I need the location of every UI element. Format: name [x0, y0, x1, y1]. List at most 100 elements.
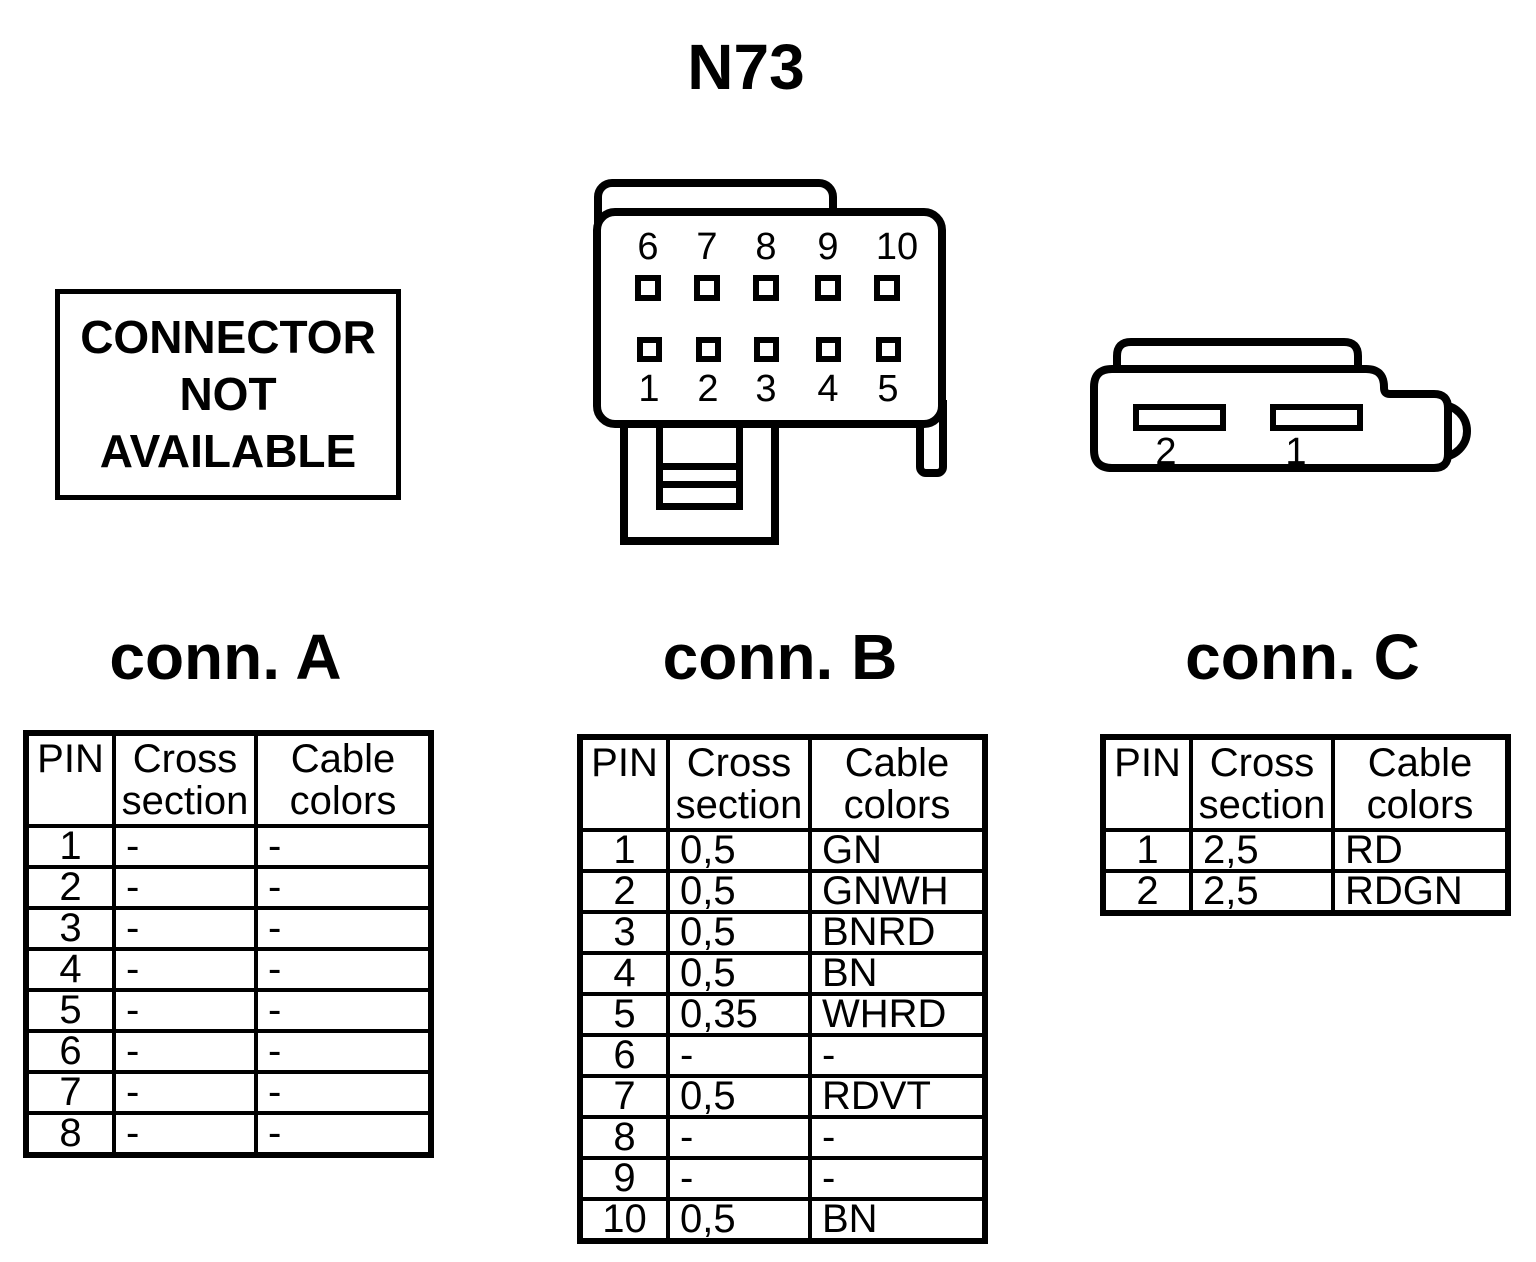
cable-color-cell: GN: [808, 828, 987, 873]
column-header-cross: Cross section: [666, 735, 812, 832]
connector-not-available-box: CONNECTOR NOT AVAILABLE: [55, 289, 401, 500]
pin-cell: 1: [578, 828, 670, 873]
lock-tab-rib: [656, 481, 743, 488]
section-title-conn-b: conn. B: [662, 621, 898, 693]
column-header-pin: PIN: [24, 731, 116, 828]
pin-cell: 8: [24, 1111, 116, 1157]
cross-section-cell: 0,5: [666, 869, 812, 914]
connector-n73-drawing: 6 7 8 9 10 1 2 3 4 5: [589, 175, 999, 575]
cross-section-cell: 0,5: [666, 1074, 812, 1119]
table-row: 8--: [24, 1111, 433, 1157]
pin-cell: 9: [578, 1156, 670, 1201]
pin-cavity: [876, 337, 901, 362]
pin-cell: 4: [24, 947, 116, 992]
pin-cavity: [635, 275, 661, 301]
connector-c-outline: [1090, 338, 1471, 472]
pin-cavity: [694, 275, 720, 301]
table-row: 5--: [24, 988, 433, 1033]
pin-cell: 8: [578, 1115, 670, 1160]
page-title: N73: [687, 31, 805, 103]
pin-cell: 5: [24, 988, 116, 1033]
cable-color-cell: BNRD: [808, 910, 987, 955]
column-header-cable: Cable colors: [254, 731, 433, 828]
header-row: PIN Cross section Cable colors: [24, 731, 433, 828]
connector-c-drawing: 2 1: [1086, 334, 1486, 484]
pin-cell: 7: [24, 1070, 116, 1115]
cross-section-cell: 2,5: [1189, 828, 1335, 873]
cross-section-cell: -: [666, 1115, 812, 1160]
pin-number-label: 7: [696, 226, 718, 268]
cross-section-cell: -: [112, 1111, 258, 1157]
notice-line: NOT: [179, 368, 277, 420]
section-title-conn-a: conn. A: [109, 621, 342, 693]
pin-number-label: 5: [877, 368, 899, 410]
notice-line: CONNECTOR: [80, 311, 376, 363]
column-header-cross: Cross section: [1189, 735, 1335, 832]
table-row: 6--: [578, 1033, 987, 1078]
cross-section-cell: -: [666, 1156, 812, 1201]
pin-number-label: 1: [638, 368, 660, 410]
table-row: 2--: [24, 865, 433, 910]
cross-section-cell: -: [112, 1070, 258, 1115]
table-row: 7--: [24, 1070, 433, 1115]
cable-color-cell: -: [808, 1033, 987, 1078]
table-row: 3--: [24, 906, 433, 951]
pin-cell: 5: [578, 992, 670, 1037]
cable-color-cell: RDGN: [1331, 869, 1510, 915]
pin-cavity: [696, 337, 721, 362]
pin-cell: 1: [1101, 828, 1193, 873]
cable-color-cell: -: [254, 947, 433, 992]
header-row: PIN Cross section Cable colors: [1101, 735, 1510, 832]
pin-cavity: [874, 275, 900, 301]
cable-color-cell: -: [254, 1029, 433, 1074]
table-row: 9--: [578, 1156, 987, 1201]
cross-section-cell: -: [112, 865, 258, 910]
connector-body-shape: [593, 208, 946, 428]
cable-color-cell: BN: [808, 1197, 987, 1243]
cable-color-cell: -: [254, 824, 433, 869]
pin-number-label: 6: [637, 226, 659, 268]
cable-color-cell: BN: [808, 951, 987, 996]
cable-color-cell: RDVT: [808, 1074, 987, 1119]
table-row: 6--: [24, 1029, 433, 1074]
column-header-cable: Cable colors: [808, 735, 987, 832]
slot-number-label: 1: [1285, 431, 1307, 473]
pin-cell: 3: [24, 906, 116, 951]
column-header-pin: PIN: [578, 735, 670, 832]
pin-cell: 10: [578, 1197, 670, 1243]
cross-section-cell: -: [112, 824, 258, 869]
cable-color-cell: -: [254, 988, 433, 1033]
pin-cell: 2: [24, 865, 116, 910]
column-header-cross: Cross section: [112, 731, 258, 828]
column-header-pin: PIN: [1101, 735, 1193, 832]
table-row: 1--: [24, 824, 433, 869]
cross-section-cell: -: [112, 1029, 258, 1074]
pin-cell: 3: [578, 910, 670, 955]
cross-section-cell: -: [112, 947, 258, 992]
column-header-cable: Cable colors: [1331, 735, 1510, 832]
pin-number-label: 4: [817, 368, 839, 410]
cross-section-cell: -: [666, 1033, 812, 1078]
cross-section-cell: 0,5: [666, 828, 812, 873]
slot-number-label: 2: [1155, 431, 1177, 473]
cross-section-cell: -: [112, 906, 258, 951]
pin-cavity: [816, 337, 841, 362]
table-row: 4--: [24, 947, 433, 992]
cable-color-cell: -: [808, 1156, 987, 1201]
cable-color-cell: -: [808, 1115, 987, 1160]
pin-cavity: [637, 337, 662, 362]
cross-section-cell: -: [112, 988, 258, 1033]
pin-cell: 4: [578, 951, 670, 996]
pin-cell: 1: [24, 824, 116, 869]
cable-color-cell: -: [254, 1070, 433, 1115]
